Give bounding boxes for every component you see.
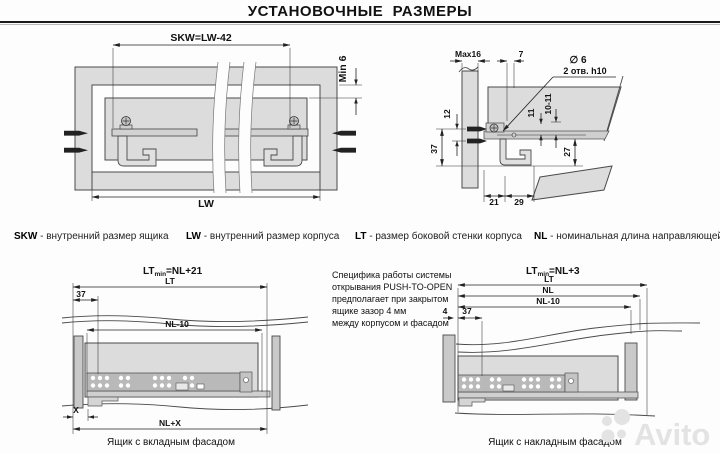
dim-skw: SKW=LW-42 (112, 32, 291, 128)
dim-10-11-label: 10-11 (543, 93, 553, 115)
legend-lt-term: LT (355, 231, 367, 242)
dim-nl10-label: NL-10 (165, 319, 189, 329)
dim-nl10-label: NL-10 (536, 296, 560, 306)
dim-27-label: 27 (562, 147, 572, 157)
caption-overlay-facade: Ящик с накладным фасадом (488, 436, 622, 448)
dim-37: 37 (429, 128, 444, 167)
hole-callout: ∅ 6 2 отв. h10 (502, 55, 616, 132)
svg-text:между корпусом и фасадом: между корпусом и фасадом (332, 318, 449, 328)
front-hook (87, 396, 119, 407)
dim-min6: Min 6 (309, 55, 362, 115)
dim-lw: LW (91, 190, 321, 210)
dim-max16-label: Max16 (455, 49, 481, 59)
dim-x-label: X (73, 405, 79, 415)
dim-10-11: 10-11 (543, 93, 561, 148)
svg-text:открывания PUSH-TO-OPEN: открывания PUSH-TO-OPEN (332, 282, 452, 292)
dim-11-label: 11 (526, 108, 536, 117)
dim-37-label: 37 (429, 144, 439, 154)
dim-21-label: 21 (489, 197, 499, 207)
avito-watermark-text: Avito (634, 417, 710, 452)
legend-lw-term: LW (186, 231, 201, 242)
dim-7: 7 (497, 49, 524, 121)
slide-rail (457, 372, 639, 407)
dim-x: X (63, 405, 98, 421)
dim-37: 37 (457, 306, 483, 376)
push-to-open-note: Специфика работы системы открывания PUSH… (332, 270, 452, 328)
dim-12: 12 (442, 109, 459, 156)
dim-37: 37 (72, 289, 99, 374)
dim-29-label: 29 (514, 197, 524, 207)
legend-nl-term: NL (534, 231, 548, 242)
svg-text:Специфика работы системы: Специфика работы системы (332, 270, 451, 280)
legend-lt: LT - размер боковой стенки корпуса (355, 231, 522, 242)
bottom-left-diagram: LTmin=NL+21 LT 37 (61, 266, 309, 448)
dim-nl: NL (457, 285, 641, 330)
cabinet-bottom-panel (531, 165, 613, 201)
svg-text:предполагает при закрытом: предполагает при закрытом (332, 294, 448, 304)
dim-lw-label: LW (198, 198, 214, 210)
formula-overlay: LTmin=NL+3 (526, 266, 580, 278)
legend-nl: NL - номинальная длина направляющей (534, 231, 720, 242)
facade-panel (73, 335, 84, 409)
dim-max16: Max16 (450, 49, 490, 72)
dim-lt: LT (72, 276, 268, 434)
dim-12-label: 12 (442, 109, 452, 119)
slide-bracket-left (64, 116, 198, 167)
screws (467, 126, 487, 144)
front-fixing-bracket (485, 122, 517, 138)
facade-panel (442, 334, 456, 403)
dim-min6-label: Min 6 (337, 55, 349, 82)
break-lines (212, 61, 257, 194)
dim-nlx: NL+X (72, 418, 268, 431)
hook-profile (499, 138, 532, 166)
dim-skw-label: SKW=LW-42 (170, 32, 231, 44)
dim-7-label: 7 (519, 49, 524, 59)
legend-lw-desc: - внутренний размер корпуса (201, 231, 340, 242)
legend-nl-desc: - номинальная длина направляющей (547, 231, 720, 242)
dim-4-label: 4 (443, 306, 448, 316)
legend-skw: SKW - внутренний размер ящика (14, 231, 169, 242)
legend-lt-desc: - размер боковой стенки корпуса (366, 231, 522, 242)
title-divider (0, 21, 720, 25)
avito-logo-icon (601, 409, 630, 443)
avito-watermark: Avito (601, 409, 710, 452)
dim-37-label: 37 (462, 306, 472, 316)
legend-skw-desc: - внутренний размер ящика (37, 231, 169, 242)
caption-inset-facade: Ящик с вкладным фасадом (107, 436, 235, 448)
top-left-diagram: SKW=LW-42 Min 6 LW (64, 32, 362, 210)
dim-nl-label: NL (542, 285, 553, 295)
bottom-right-diagram: Специфика работы системы открывания PUSH… (332, 266, 701, 448)
legend-skw-term: SKW (14, 231, 38, 242)
dim-4: 4 (443, 306, 454, 320)
top-right-diagram: Max16 7 ∅ 6 2 отв. h10 12 37 11 10-1 (429, 49, 624, 207)
dim-11: 11 (526, 108, 543, 146)
dim-lt-label: LT (165, 276, 176, 286)
front-hook (458, 397, 486, 407)
legend-lw: LW - внутренний размер корпуса (186, 231, 339, 242)
dim-nlx-label: NL+X (159, 418, 181, 428)
formula-inset: LTmin=NL+21 (143, 266, 203, 278)
cabinet-side-view (61, 315, 309, 411)
dim-lt-label: LT (544, 274, 555, 284)
dim-27: 27 (562, 138, 577, 167)
slide-rail (86, 371, 271, 407)
holes-label: 2 отв. h10 (563, 66, 606, 76)
dim-37-label: 37 (76, 289, 86, 299)
dim-21-29: 21 29 (483, 166, 535, 207)
dim-nl10: NL-10 (86, 319, 263, 392)
svg-text:ящике зазор 4 мм: ящике зазор 4 мм (332, 306, 406, 316)
dim-nl10: NL-10 (457, 296, 632, 334)
page-title: УСТАНОВОЧНЫЕ РАЗМЕРЫ (247, 3, 473, 20)
diameter-label: ∅ 6 (569, 55, 586, 66)
